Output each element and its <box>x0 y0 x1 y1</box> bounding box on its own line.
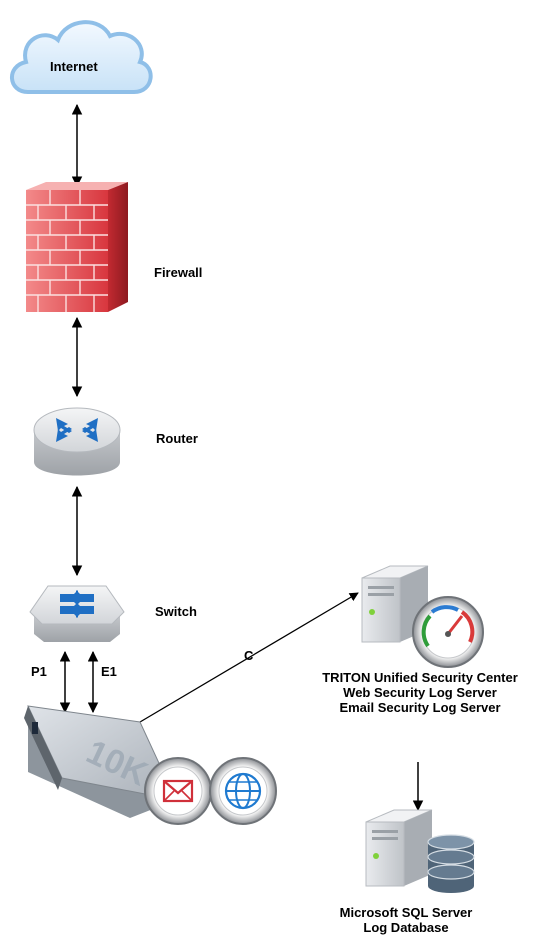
sql-label-line: Microsoft SQL Server <box>339 905 473 920</box>
switch-icon <box>29 585 125 642</box>
sql-label-line: Log Database <box>363 920 449 935</box>
triton-server-labels: TRITON Unified Security Center Web Secur… <box>304 670 536 715</box>
appliance-icon: 10K <box>24 705 177 818</box>
triton-label-line: Email Security Log Server <box>339 700 501 715</box>
cloud-icon <box>10 20 153 94</box>
link-c <box>139 592 359 723</box>
connection-label-c: C <box>244 648 254 663</box>
connection-label-e1: E1 <box>101 664 117 679</box>
router-icon <box>33 407 121 476</box>
router-label: Router <box>156 431 198 446</box>
switch-label: Switch <box>155 604 197 619</box>
database-icon <box>427 834 475 893</box>
globe-icon <box>209 757 277 825</box>
connections <box>59 103 424 812</box>
firewall-label: Firewall <box>154 265 203 280</box>
triton-label-line: TRITON Unified Security Center <box>322 670 518 685</box>
security-gauge-icon <box>412 596 484 668</box>
email-icon <box>144 757 212 825</box>
connection-label-p1: P1 <box>31 664 47 679</box>
internet-label: Internet <box>50 59 98 74</box>
firewall-icon <box>26 182 128 312</box>
triton-label-line: Web Security Log Server <box>343 685 497 700</box>
database-server-icon <box>365 809 433 887</box>
sql-server-labels: Microsoft SQL Server Log Database <box>316 905 496 935</box>
